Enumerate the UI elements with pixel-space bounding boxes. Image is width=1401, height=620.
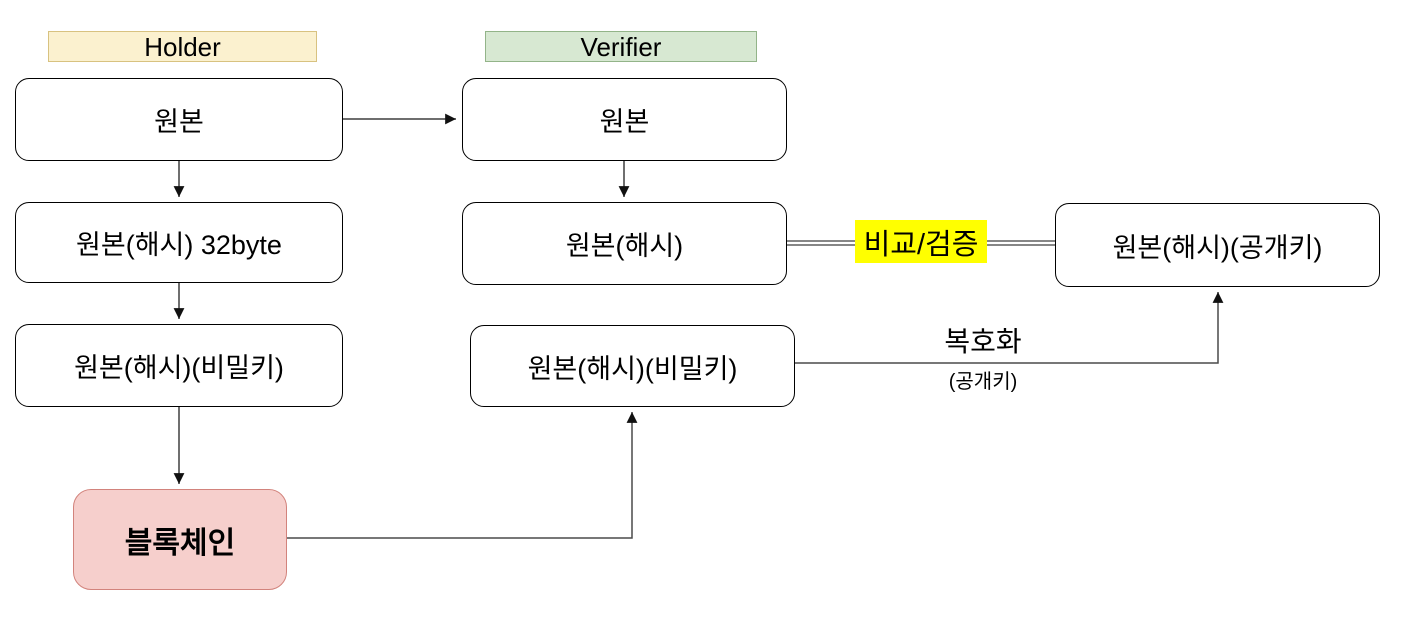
holder-hash-box: 원본(해시) 32byte [15,202,343,283]
blockchain-box: 블록체인 [73,489,287,590]
arrow-decrypt-to-hash-pubkey [795,292,1224,364]
compare-verify-highlight-label: 비교/검증 [855,220,987,263]
arrow-blockchain-to-verifier-privkey [287,412,638,539]
holder-original-box: 원본 [15,78,343,161]
decrypt-pubkey-label: (공개키) [948,371,1018,393]
hash-pubkey-box: 원본(해시)(공개키) [1055,203,1380,287]
decrypt-label: 복호화 [944,326,1022,357]
verifier-header-label: Verifier [485,31,757,62]
verifier-original-box: 원본 [462,78,787,161]
verifier-hash-box: 원본(해시) [462,202,787,285]
holder-hash-privkey-box: 원본(해시)(비밀키) [15,324,343,407]
verifier-hash-privkey-box: 원본(해시)(비밀키) [470,325,795,407]
holder-header-label: Holder [48,31,317,62]
